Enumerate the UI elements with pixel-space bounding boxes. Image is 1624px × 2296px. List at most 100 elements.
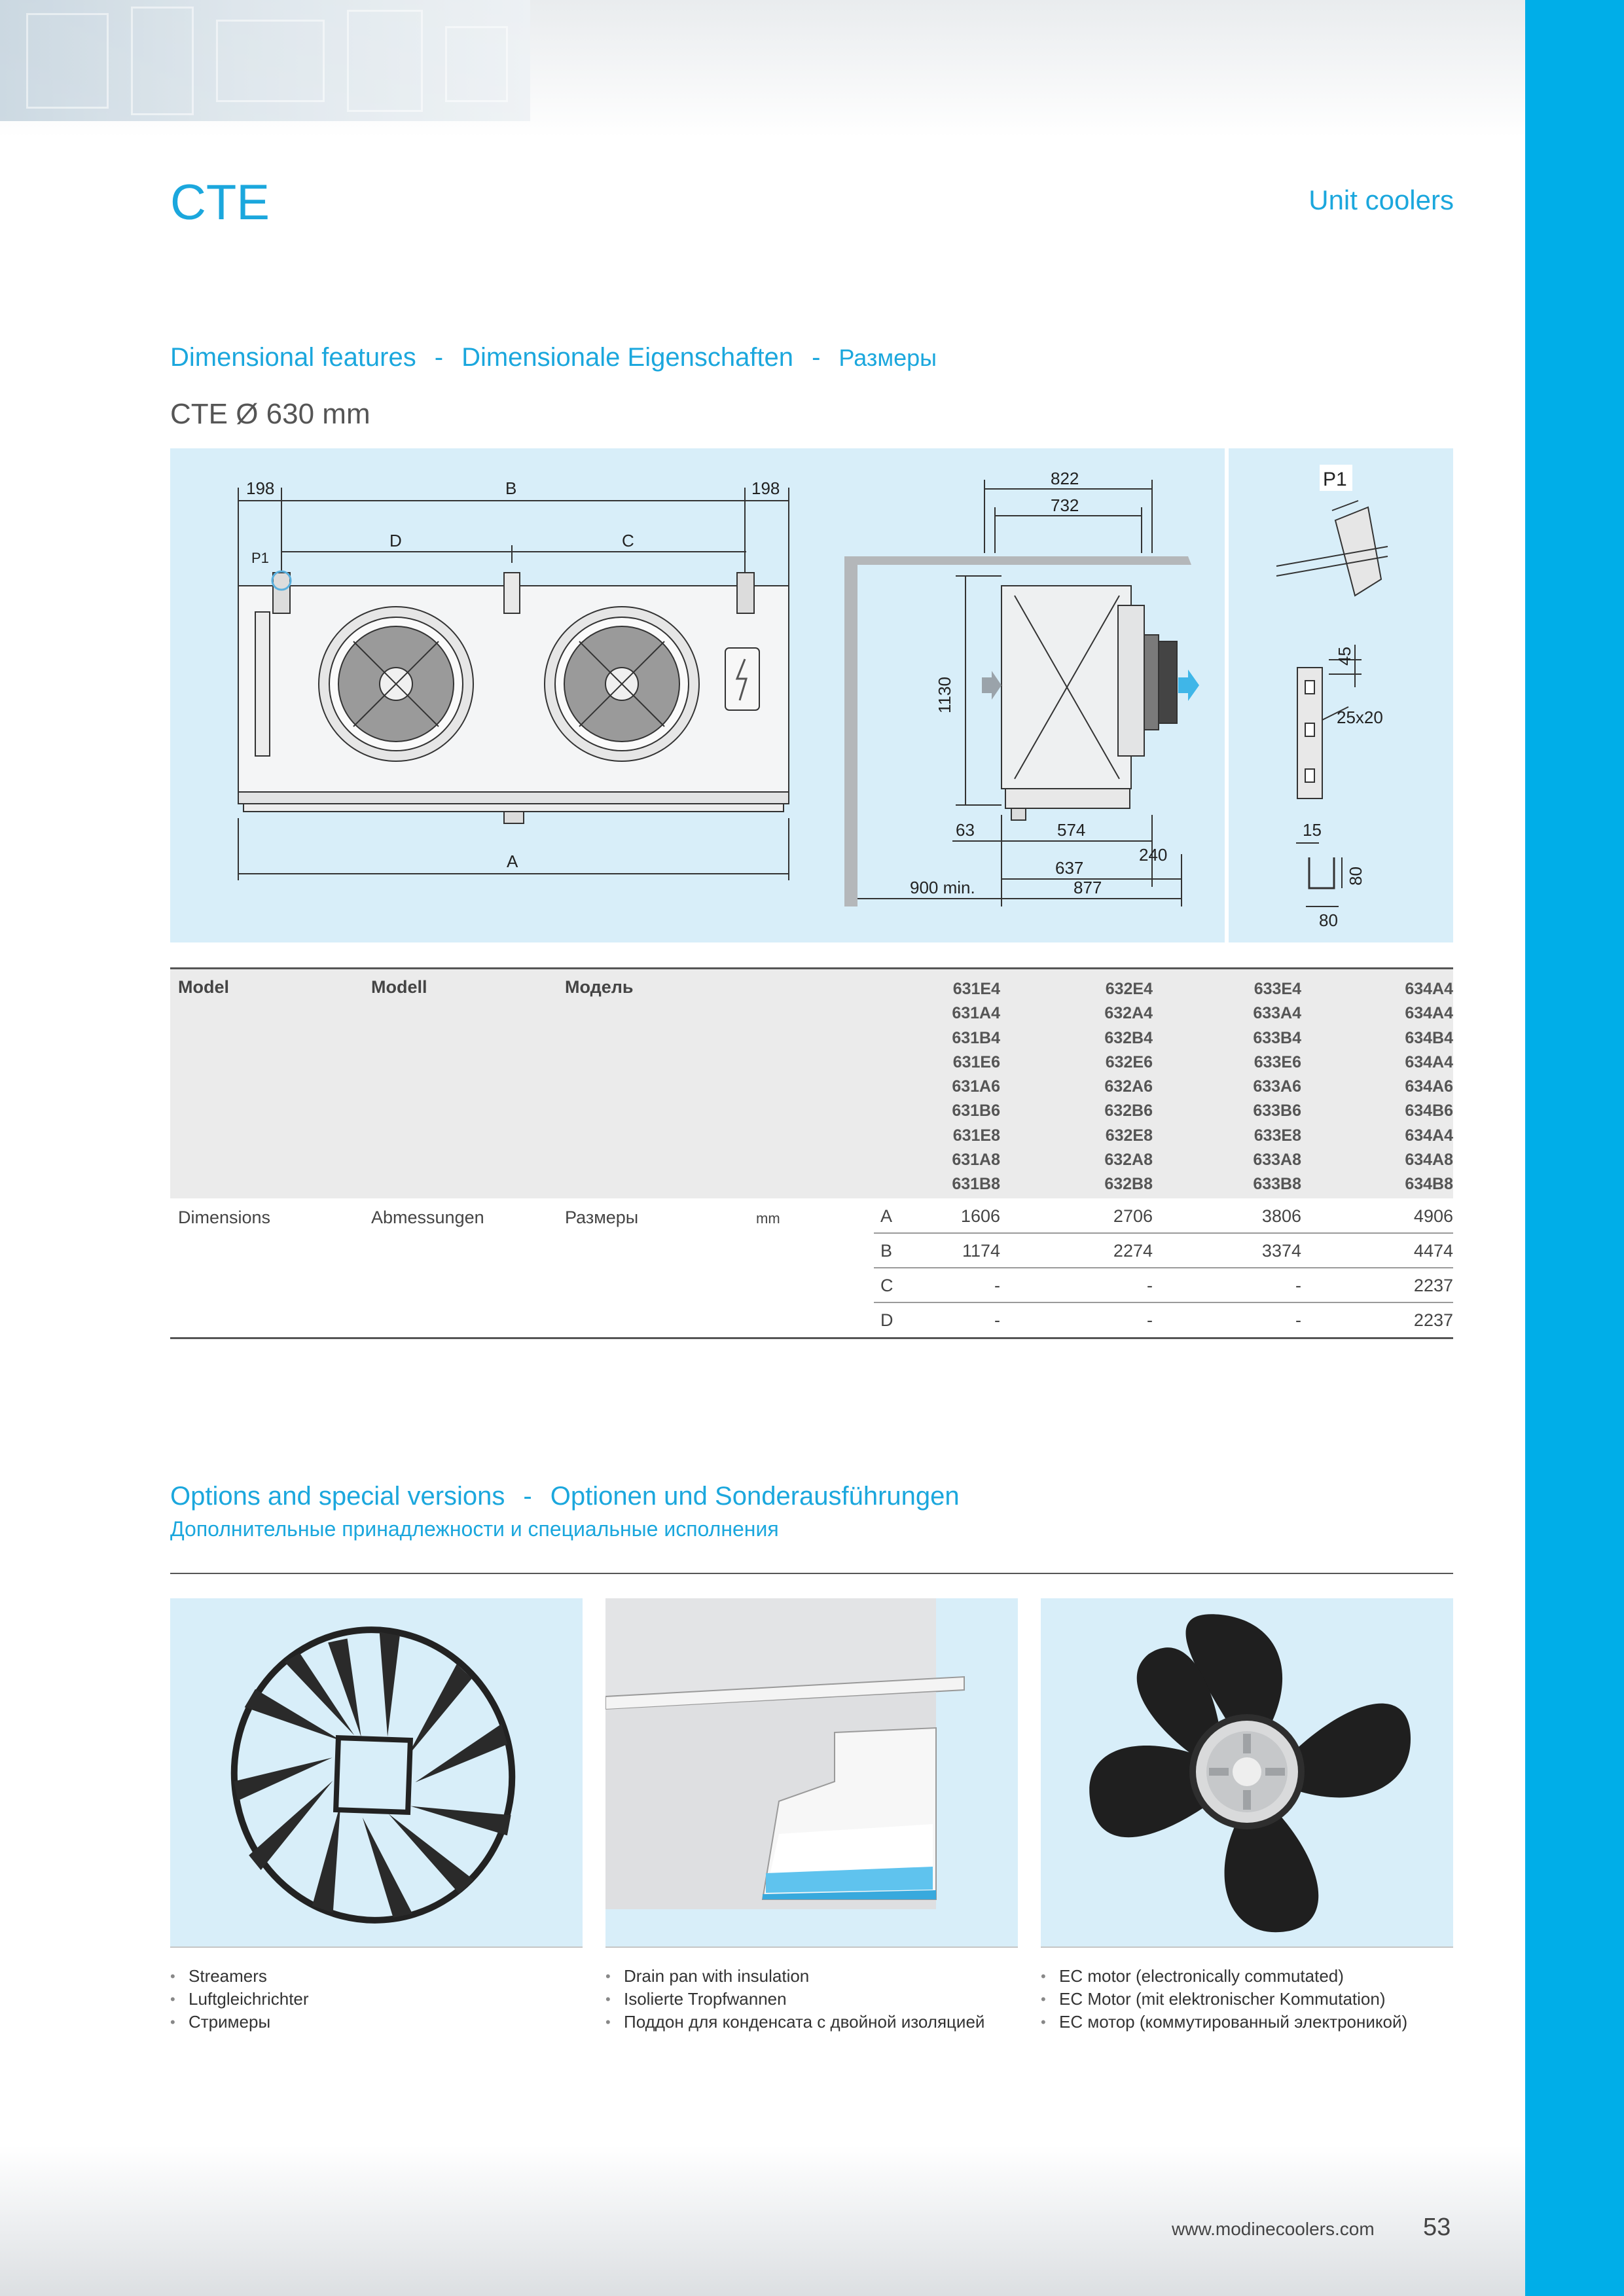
model-code: 634B6 [1405, 1102, 1453, 1121]
model-code: 634A4 [1405, 1052, 1453, 1071]
page-title: CTE [170, 175, 270, 230]
list-item: Luftgleichrichter [170, 1988, 309, 2011]
dimensional-drawing: 198 B 198 D C P1 A [238, 465, 1388, 930]
table-row: A 1606 2706 3806 4906 [874, 1198, 1453, 1234]
model-code: 634B4 [1405, 1028, 1453, 1047]
unit-label: mm [756, 1210, 780, 1227]
model-column-4: 634A4 634A4 634B4 634A4 634A6 634B6 634A… [1375, 977, 1453, 1197]
dim-1130: 1130 [935, 677, 954, 713]
table-cell: - [1147, 1310, 1153, 1330]
heading-separator: - [434, 343, 444, 372]
table-cell: 2237 [1413, 1276, 1453, 1295]
model-code: 634A4 [1405, 1004, 1453, 1023]
options-heading: Options and special versions-Optionen un… [170, 1482, 960, 1511]
model-label-de: Modell [371, 977, 427, 997]
ec-motor-list: EC motor (electronically commutated) EC … [1041, 1965, 1407, 2034]
heading-separator: - [812, 343, 821, 372]
model-code: 632B4 [1104, 1028, 1153, 1047]
table-row: C - - - 2237 [874, 1268, 1453, 1303]
model-code: 633E4 [1254, 980, 1301, 998]
heading-ru: Размеры [839, 344, 937, 371]
model-code: 633B8 [1253, 1175, 1301, 1194]
streamers-image [170, 1598, 583, 1948]
dimensions-label-en: Dimensions [178, 1208, 271, 1227]
heading-de: Dimensionale Eigenschaften [461, 343, 794, 372]
model-header: Model Modell Модель 631E4 631A4 631B4 63… [170, 967, 1453, 1198]
airflow-in-arrow [982, 671, 1001, 700]
list-item: Streamers [170, 1965, 309, 1988]
dim-80-horizontal: 80 [1319, 910, 1338, 930]
model-code: 631B8 [952, 1175, 1000, 1194]
heading-en: Dimensional features [170, 343, 416, 372]
table-cell: 4906 [1413, 1206, 1453, 1226]
model-code: 632B6 [1104, 1102, 1153, 1121]
model-code: 633B4 [1253, 1028, 1301, 1047]
side-view [844, 480, 1191, 906]
drawing-subheading: CTE Ø 630 mm [170, 398, 370, 430]
model-code: 632A8 [1104, 1151, 1153, 1170]
dim-25x20: 25x20 [1337, 708, 1383, 727]
website-link[interactable]: www.modinecoolers.com [1172, 2219, 1375, 2239]
dim-a: A [507, 852, 518, 871]
detail-p1: P1 [1323, 469, 1347, 490]
model-code: 634A6 [1405, 1077, 1453, 1096]
table-cell: - [994, 1310, 1000, 1330]
list-item: EC Motor (mit elektronischer Kommutation… [1041, 1988, 1407, 2011]
dim-900-min: 900 min. [910, 878, 975, 897]
dimensional-heading: Dimensional features-Dimensionale Eigens… [170, 343, 937, 372]
dim-d: D [389, 531, 402, 550]
side-strip [1525, 0, 1624, 2296]
options-heading-ru: Дополнительные принадлежности и специаль… [170, 1517, 779, 1541]
model-code: 633B6 [1253, 1102, 1301, 1121]
dim-637: 637 [1055, 858, 1083, 878]
list-item: EC motor (electronically commutated) [1041, 1965, 1407, 1988]
dimension-table: Model Modell Модель 631E4 631A4 631B4 63… [170, 967, 1453, 1339]
model-label-ru: Модель [565, 977, 634, 997]
header-photo [0, 0, 530, 121]
footer-band [0, 2145, 1525, 2296]
dim-45: 45 [1335, 647, 1354, 666]
model-code: 632E6 [1105, 1052, 1153, 1071]
model-column-3: 633E4 633A4 633B4 633E6 633A6 633B6 633E… [1223, 977, 1301, 1197]
table-cell: 3806 [1261, 1206, 1301, 1226]
row-letter: A [880, 1206, 893, 1226]
dimensions-label-ru: Размеры [565, 1208, 639, 1227]
table-cell: 2274 [1113, 1241, 1153, 1261]
model-code: 633E8 [1254, 1126, 1301, 1145]
model-label-en: Model [178, 977, 229, 997]
dim-822: 822 [1051, 469, 1079, 488]
detail-labels: P1 45 25x20 15 80 80 [1303, 469, 1383, 930]
list-item: Поддон для конденсата с двойной изоляцие… [605, 2011, 984, 2034]
model-code: 631A8 [952, 1151, 1000, 1170]
list-item: Стримеры [170, 2011, 309, 2034]
ec-motor-image [1041, 1598, 1453, 1948]
p1-marker: P1 [251, 550, 269, 566]
streamers-list: Streamers Luftgleichrichter Стримеры [170, 1965, 309, 2034]
dim-80-vertical: 80 [1346, 867, 1365, 886]
model-code: 633E6 [1254, 1052, 1301, 1071]
airflow-out-arrow [1178, 670, 1199, 701]
dim-574: 574 [1057, 820, 1085, 840]
dim-732: 732 [1051, 495, 1079, 515]
table-cell: 2706 [1113, 1206, 1153, 1226]
model-code: 631E6 [952, 1052, 1000, 1071]
model-code: 633A4 [1253, 1004, 1301, 1023]
table-cell: 2237 [1413, 1310, 1453, 1330]
list-item: Drain pan with insulation [605, 1965, 984, 1988]
dim-240: 240 [1139, 845, 1167, 865]
model-code: 634A4 [1405, 1126, 1453, 1145]
model-column-1: 631E4 631A4 631B4 631E6 631A6 631B6 631E… [922, 977, 1000, 1197]
model-code: 631E8 [952, 1126, 1000, 1145]
model-code: 631A4 [952, 1004, 1000, 1023]
table-cell: - [1295, 1276, 1301, 1295]
model-code: 634B8 [1405, 1175, 1453, 1194]
front-labels: 198 B 198 D C P1 A [246, 478, 780, 871]
heading-separator: - [523, 1482, 532, 1511]
model-code: 632A4 [1104, 1004, 1153, 1023]
list-item: EC мотор (коммутированный электроникой) [1041, 2011, 1407, 2034]
table-cell: 1174 [962, 1241, 1000, 1261]
model-code: 631A6 [952, 1077, 1000, 1096]
dim-15: 15 [1303, 820, 1322, 840]
options-heading-en: Options and special versions [170, 1482, 505, 1511]
model-code: 633A6 [1253, 1077, 1301, 1096]
